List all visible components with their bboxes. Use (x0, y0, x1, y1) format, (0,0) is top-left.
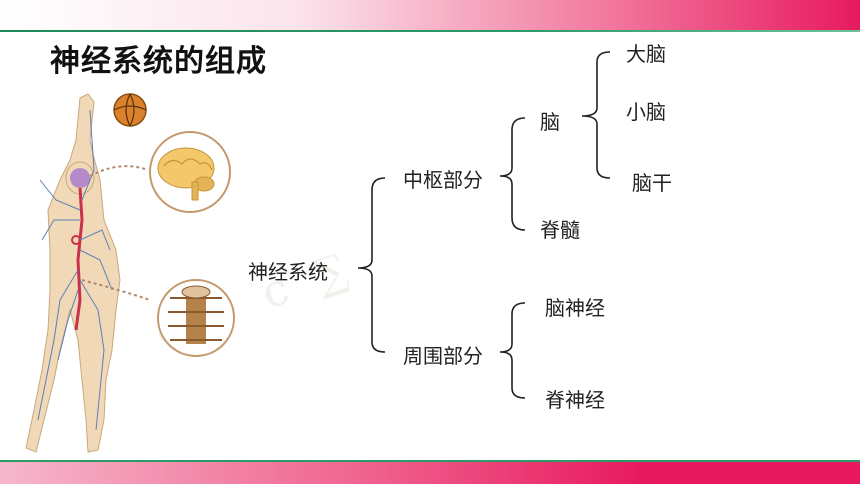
node-brain: 脑 (540, 110, 560, 134)
node-cerebellum: 小脑 (626, 100, 666, 124)
human-body-figure (25, 93, 121, 453)
page-title: 神经系统的组成 (50, 44, 267, 79)
node-brainstem: 脑干 (632, 171, 672, 195)
node-cranial-nerves: 脑神经 (545, 296, 605, 320)
spinal-cord-line (74, 187, 84, 331)
node-peripheral-part: 周围部分 (403, 344, 483, 368)
node-central-part: 中枢部分 (403, 168, 483, 192)
node-nervous-system: 神经系统 (248, 260, 328, 284)
nervous-system-illustration (25, 93, 235, 453)
spinal-cord-closeup-icon (157, 279, 235, 357)
node-cerebrum: 大脑 (626, 42, 666, 66)
node-spinal-cord: 脊髓 (540, 218, 580, 242)
basketball-icon (113, 93, 147, 127)
brain-closeup-icon (149, 131, 231, 213)
brain-in-head (70, 168, 90, 188)
node-spinal-nerves: 脊神经 (545, 388, 605, 412)
peripheral-nerves (37, 109, 113, 431)
header-divider (0, 30, 860, 32)
footer-divider (0, 460, 860, 462)
footer-gradient-bar (0, 462, 860, 484)
header-gradient-bar (0, 0, 860, 30)
